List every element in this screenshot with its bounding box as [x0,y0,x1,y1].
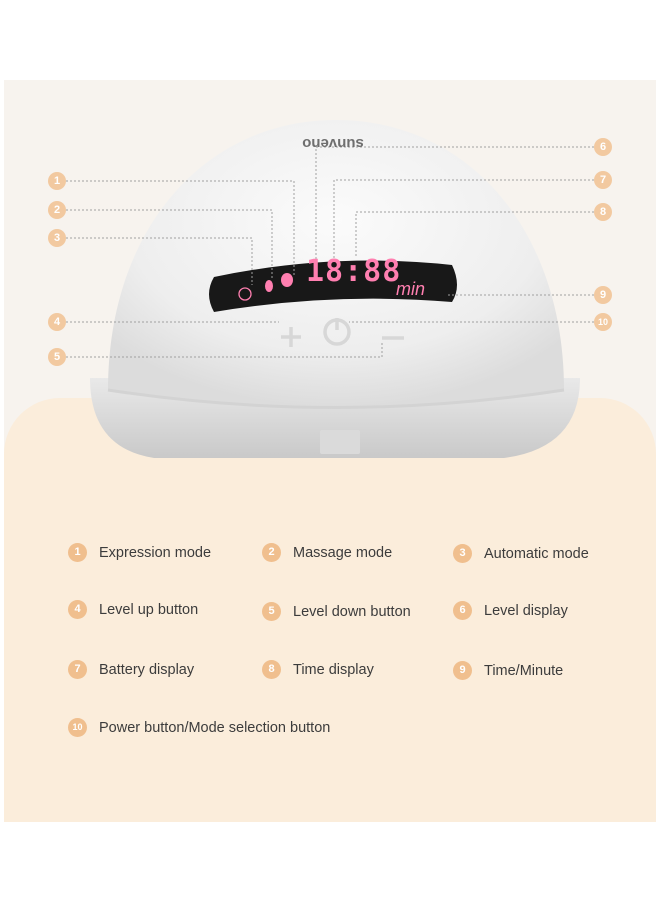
callout-lines [66,146,594,358]
callout-2: 2 [48,201,66,219]
dome-rim [107,388,565,409]
legend-item-8: 8 Time display [262,660,374,679]
brand-logo: sunveno [302,135,364,152]
time-display: 18:88 [306,254,402,289]
legend-item-7: 7 Battery display [68,660,194,679]
legend-item-3: 3 Automatic mode [453,544,589,563]
callout-4: 4 [48,313,66,331]
legend-label: Time display [293,661,374,678]
product-panel: sunveno 18:88 min 1 2 3 4 5 6 7 8 9 10 1… [4,80,656,822]
legend-label: Battery display [99,661,195,678]
legend-number: 8 [262,660,281,679]
expression-mode-icon [281,273,293,287]
base-notch [320,430,360,454]
legend-label: Level up button [99,601,199,618]
legend-item-1: 1 Expression mode [68,543,211,562]
display-panel [209,260,457,312]
auto-mode-icon [238,287,252,301]
legend-item-10: 10 Power button/Mode selection button [68,718,330,737]
minute-unit: min [396,279,426,299]
legend-number: 1 [68,543,87,562]
legend-item-2: 2 Massage mode [262,543,392,562]
legend-label: Level display [484,602,568,619]
callout-10: 10 [594,313,612,331]
legend-number: 3 [453,544,472,563]
legend-label: Time/Minute [484,662,564,679]
massage-mode-icon [265,280,273,292]
beige-background [4,398,656,822]
legend-number: 6 [453,601,472,620]
legend-number: 7 [68,660,87,679]
callout-7: 7 [594,171,612,189]
callout-3: 3 [48,229,66,247]
callout-9: 9 [594,286,612,304]
legend-number: 10 [68,718,87,737]
callout-5: 5 [48,348,66,366]
callout-1: 1 [48,172,66,190]
legend-item-6: 6 Level display [453,601,568,620]
legend-label: Level down button [293,603,411,620]
breast-pump-illustration [66,120,594,458]
callout-8: 8 [594,203,612,221]
legend-item-5: 5 Level down button [262,602,411,621]
legend-label: Power button/Mode selection button [99,719,331,736]
callout-6: 6 [594,138,612,156]
legend-label: Automatic mode [484,545,589,562]
legend-number: 9 [453,661,472,680]
legend-number: 4 [68,600,87,619]
legend-number: 5 [262,602,281,621]
legend-number: 2 [262,543,281,562]
legend-label: Expression mode [99,544,212,561]
legend-label: Massage mode [293,544,393,561]
legend-item-4: 4 Level up button [68,600,198,619]
legend-item-9: 9 Time/Minute [453,661,563,680]
